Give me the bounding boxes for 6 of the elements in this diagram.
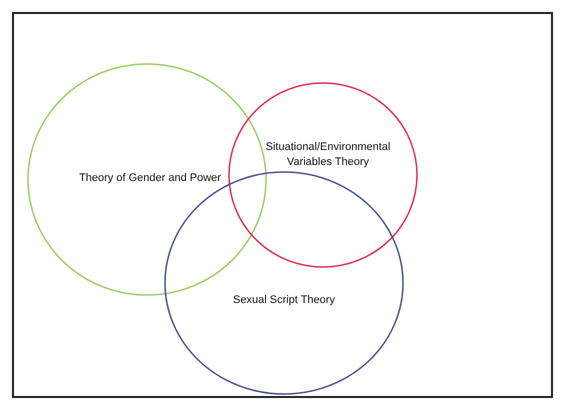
venn-circle xyxy=(27,63,267,296)
circle-label: Theory of Gender and Power xyxy=(78,171,222,186)
circle-label: Sexual Script Theory xyxy=(232,293,336,308)
circle-label: Situational/Environmental Variables Theory xyxy=(264,140,392,170)
venn-circle xyxy=(164,171,404,395)
venn-circle xyxy=(228,82,418,268)
